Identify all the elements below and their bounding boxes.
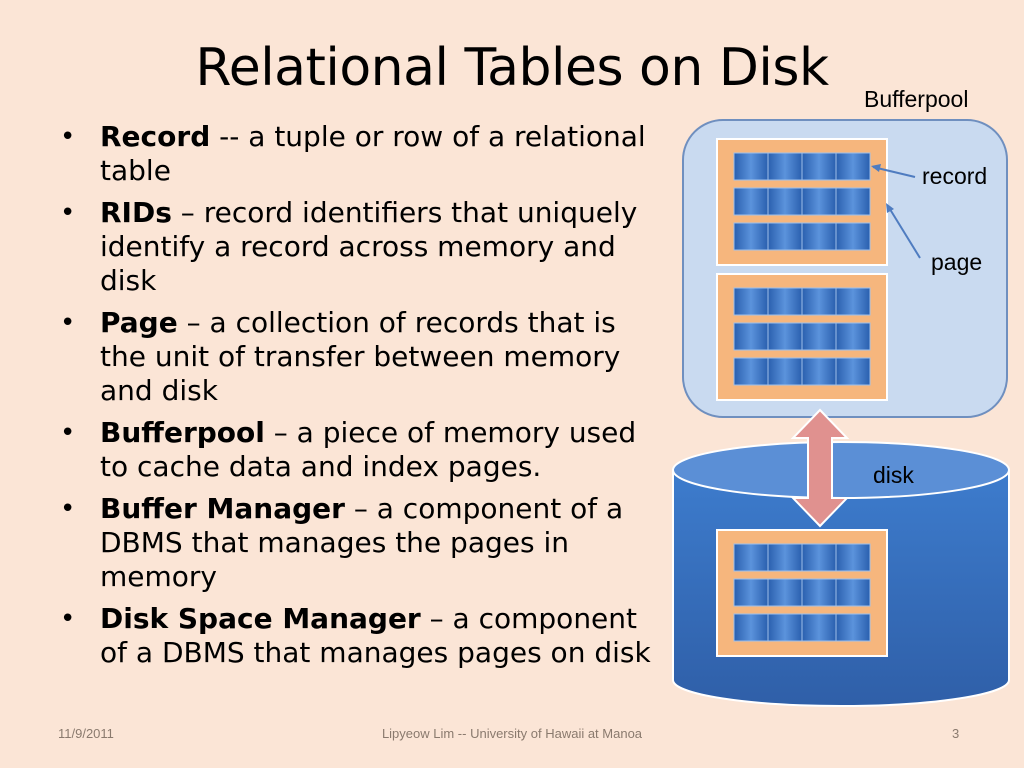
footer-date: 11/9/2011 — [58, 726, 114, 741]
record-cell — [733, 543, 769, 572]
page-pointer — [887, 205, 921, 259]
bullet-desc: – a collection of records that is the un… — [100, 306, 621, 407]
record-cell — [767, 222, 803, 251]
record-row — [733, 578, 871, 607]
record-cell — [801, 357, 837, 386]
record-cell — [733, 578, 769, 607]
record-pointer — [872, 166, 916, 178]
record-cell — [767, 322, 803, 351]
footer-page-number: 3 — [952, 726, 960, 741]
record-row — [733, 222, 871, 251]
bullet-icon: • — [60, 494, 76, 524]
bullet-icon: • — [60, 418, 76, 448]
bullet-icon: • — [60, 604, 76, 634]
bufferpool-label: Bufferpool — [864, 86, 969, 112]
record-cell — [767, 543, 803, 572]
record-cell — [733, 187, 769, 216]
bullet-icon: • — [60, 308, 76, 338]
record-row — [733, 357, 871, 386]
bullet-item: • Record -- a tuple or row of a relationa… — [60, 120, 670, 188]
bullet-desc: – record identifiers that uniquely ident… — [100, 196, 638, 297]
record-cell — [733, 613, 769, 642]
record-cell — [733, 322, 769, 351]
record-cell — [801, 222, 837, 251]
record-cell — [801, 287, 837, 316]
record-cell — [835, 222, 871, 251]
record-cell — [733, 287, 769, 316]
record-cell — [835, 187, 871, 216]
bullet-desc: – a component of a DBMS that manages the… — [100, 492, 624, 593]
record-cell — [835, 357, 871, 386]
record-cell — [767, 187, 803, 216]
buffer-page-1 — [716, 138, 888, 266]
bullet-list: • Record -- a tuple or row of a relationa… — [60, 120, 670, 678]
bullet-desc: – a component of a DBMS that manages pag… — [100, 602, 651, 669]
record-cell — [801, 322, 837, 351]
record-cell — [767, 613, 803, 642]
bullet-desc: -- a tuple or row of a relational table — [100, 120, 646, 187]
bullet-item: • RIDs – record identifiers that uniquely… — [60, 196, 670, 298]
bullet-desc: – a piece of memory used to cache data a… — [100, 416, 637, 483]
record-cell — [733, 152, 769, 181]
record-cell — [767, 152, 803, 181]
record-row — [733, 543, 871, 572]
bullet-icon: • — [60, 198, 76, 228]
bullet-term: RIDs — [100, 196, 172, 229]
bullet-term: Bufferpool — [100, 416, 265, 449]
bullet-term: Page — [100, 306, 178, 339]
slide-title: Relational Tables on Disk — [195, 38, 829, 98]
record-cell — [801, 187, 837, 216]
transfer-arrow — [790, 408, 850, 528]
record-cell — [801, 613, 837, 642]
record-cell — [835, 613, 871, 642]
record-cell — [733, 222, 769, 251]
record-cell — [835, 287, 871, 316]
record-cell — [835, 578, 871, 607]
record-row — [733, 287, 871, 316]
record-cell — [767, 287, 803, 316]
record-row — [733, 613, 871, 642]
buffer-page-2 — [716, 273, 888, 401]
record-label: record — [922, 163, 988, 189]
record-cell — [801, 152, 837, 181]
record-cell — [835, 543, 871, 572]
page-label: page — [931, 249, 983, 275]
record-cell — [767, 357, 803, 386]
bullet-item: • Buffer Manager – a component of a DBMS … — [60, 492, 670, 594]
record-row — [733, 187, 871, 216]
record-cell — [835, 152, 871, 181]
bullet-term: Disk Space Manager — [100, 602, 421, 635]
record-cell — [835, 322, 871, 351]
bullet-term: Record — [100, 120, 211, 153]
disk-label: disk — [873, 462, 914, 488]
footer-author: Lipyeow Lim -- University of Hawaii at M… — [381, 726, 643, 741]
page-pointer-arrowhead — [886, 203, 894, 213]
record-cell — [801, 578, 837, 607]
bullet-icon: • — [60, 122, 76, 152]
record-pointer-arrowhead — [871, 164, 881, 172]
record-cell — [733, 357, 769, 386]
bullet-item: • Bufferpool – a piece of memory used to … — [60, 416, 670, 484]
record-cell — [767, 578, 803, 607]
record-cell — [801, 543, 837, 572]
disk-page — [716, 529, 888, 657]
record-row — [733, 152, 871, 181]
bullet-term: Buffer Manager — [100, 492, 345, 525]
bullet-item: • Disk Space Manager – a component of a D… — [60, 602, 670, 670]
bullet-item: • Page – a collection of records that is … — [60, 306, 670, 408]
record-row — [733, 322, 871, 351]
